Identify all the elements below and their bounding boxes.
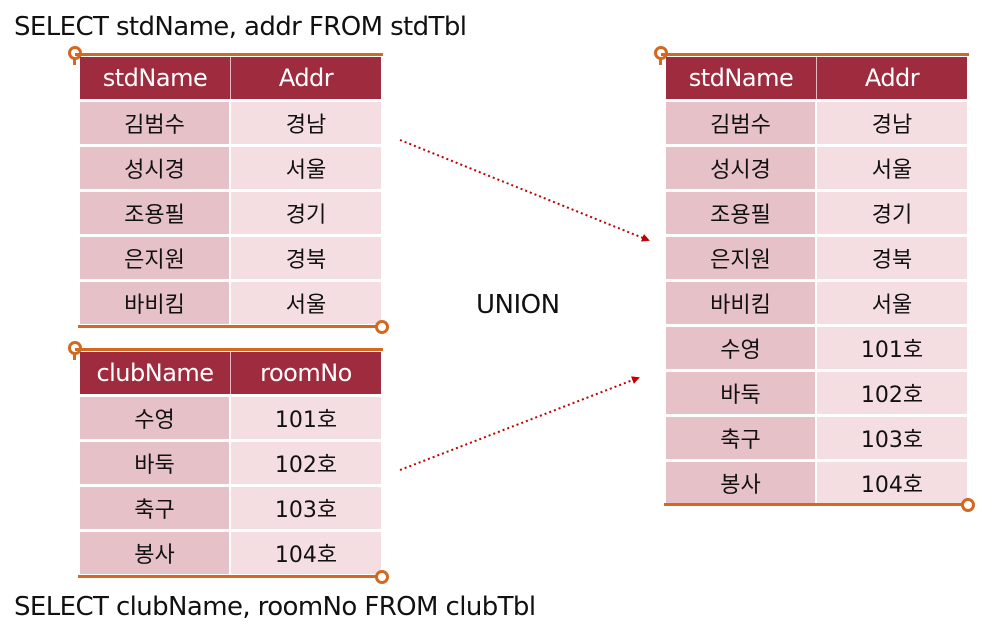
table-top-pin	[659, 56, 662, 65]
table-bottom-knob	[961, 498, 975, 512]
table-bottom-rule	[78, 325, 380, 328]
query-bottom-label: SELECT clubName, roomNo FROM clubTbl	[14, 592, 536, 622]
std-header-name: stdName	[80, 57, 231, 99]
table-cell: 봉사	[80, 529, 231, 574]
query-top-label: SELECT stdName, addr FROM stdTbl	[14, 12, 467, 42]
club-header-room: roomNo	[231, 352, 381, 394]
union-label: UNION	[476, 290, 560, 320]
table-bottom-rule	[664, 503, 966, 506]
table-cell: 바둑	[80, 439, 231, 484]
table-cell: 수영	[666, 324, 817, 369]
table-cell: 김범수	[80, 99, 231, 144]
table-cell: 조용필	[80, 189, 231, 234]
table-cell: 101호	[231, 394, 381, 439]
table-bottom-rule	[78, 575, 380, 578]
table-cell: 성시경	[666, 144, 817, 189]
table-cell: 서울	[231, 279, 381, 324]
table-cell: 조용필	[666, 189, 817, 234]
table-top-pin	[73, 351, 76, 360]
table-cell: 104호	[817, 459, 967, 504]
table-cell: 은지원	[666, 234, 817, 279]
result-header-name: stdName	[666, 57, 817, 99]
table-cell: 바둑	[666, 369, 817, 414]
table-cell: 경북	[231, 234, 381, 279]
table-cell: 102호	[817, 369, 967, 414]
table-cell: 서울	[817, 279, 967, 324]
table-cell: 서울	[231, 144, 381, 189]
table-top-rule	[75, 348, 383, 351]
table-bottom-knob	[375, 570, 389, 584]
table-cell: 경남	[231, 99, 381, 144]
table-bottom-knob	[375, 320, 389, 334]
result-header-addr: Addr	[817, 57, 967, 99]
table-cell: 104호	[231, 529, 381, 574]
club-header-name: clubName	[80, 352, 231, 394]
table-cell: 경기	[231, 189, 381, 234]
table-cell: 서울	[817, 144, 967, 189]
table-top-pin	[73, 56, 76, 65]
std-header-addr: Addr	[231, 57, 381, 99]
table-top-rule	[75, 53, 383, 56]
arrow-bottom	[399, 376, 640, 471]
table-cell: 수영	[80, 394, 231, 439]
table-cell: 김범수	[666, 99, 817, 144]
table-cell: 축구	[666, 414, 817, 459]
table-cell: 103호	[231, 484, 381, 529]
table-cell: 바비킴	[80, 279, 231, 324]
table-cell: 경기	[817, 189, 967, 234]
table-top-rule	[661, 53, 969, 56]
table-cell: 경남	[817, 99, 967, 144]
table-cell: 101호	[817, 324, 967, 369]
table-cell: 은지원	[80, 234, 231, 279]
arrow-top	[399, 139, 650, 242]
table-cell: 바비킴	[666, 279, 817, 324]
table-cell: 102호	[231, 439, 381, 484]
table-cell: 103호	[817, 414, 967, 459]
table-cell: 경북	[817, 234, 967, 279]
table-cell: 봉사	[666, 459, 817, 504]
table-cell: 축구	[80, 484, 231, 529]
table-cell: 성시경	[80, 144, 231, 189]
